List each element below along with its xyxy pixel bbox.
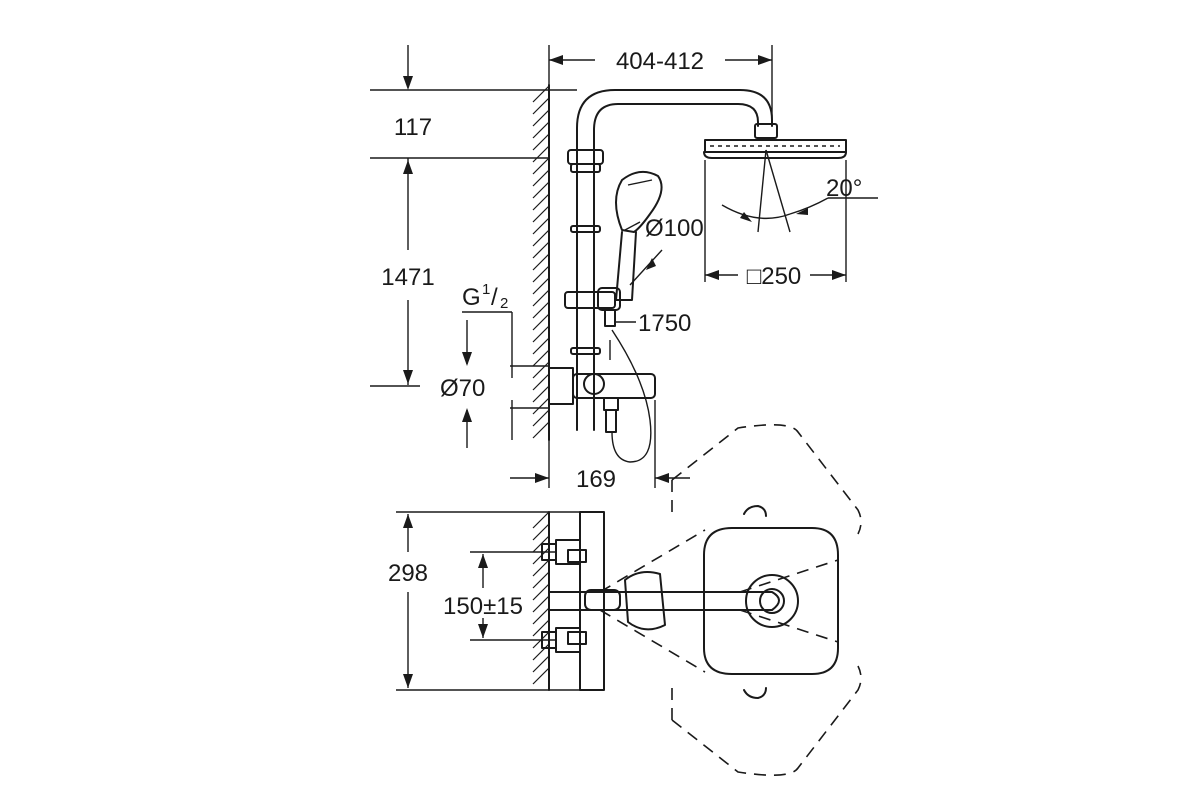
dim-center-distance: 150±15 <box>443 551 556 641</box>
thread-slash: / <box>491 284 498 311</box>
dim-vertical-chain: 117 1471 <box>370 45 577 387</box>
dim-label-escutcheon: Ø70 <box>440 375 485 402</box>
wall-hatch-line <box>532 277 550 295</box>
wall-hatch-line <box>532 595 550 613</box>
dim-label-height: 1471 <box>381 264 434 291</box>
thread-numerator: 1 <box>482 281 490 298</box>
wall-hatch-line <box>532 169 550 187</box>
wall-hatch-line <box>532 121 550 139</box>
wall-hatch-line <box>532 133 550 151</box>
wall-hatch-line <box>532 619 550 637</box>
dim-projection: 169 <box>510 400 690 493</box>
wall-hatch-line <box>532 421 550 439</box>
dim-label-depth: 298 <box>388 560 428 587</box>
wall-hatch-line <box>532 397 550 415</box>
dim-top-width: 404-412 <box>548 45 773 120</box>
wall-hatch-line <box>532 97 550 115</box>
dim-label-top-width: 404-412 <box>616 48 704 75</box>
wall-hatch-line <box>532 85 550 103</box>
wall-hatch-line <box>532 349 550 367</box>
dim-depth: 298 <box>388 511 604 691</box>
wall-hatch-line <box>532 181 550 199</box>
arm-plan <box>548 571 799 631</box>
wall-hatch-line <box>532 301 550 319</box>
dim-label-hose-length: 1750 <box>638 310 691 337</box>
wall-hatch-line <box>532 205 550 223</box>
dim-label-spray-angle: 20° <box>826 175 862 202</box>
mixer-plan <box>541 511 605 691</box>
wall-hatch-line <box>532 409 550 427</box>
wall-hatch-line <box>532 643 550 661</box>
wall-hatch-line <box>532 265 550 283</box>
wall-hatch-line <box>532 373 550 391</box>
wall-plan <box>532 511 550 691</box>
mixer-body <box>548 367 656 433</box>
wall-hatch-line <box>532 325 550 343</box>
wall-hatch-line <box>532 289 550 307</box>
wall-hatch-line <box>532 667 550 685</box>
spray-angle-lines <box>721 149 878 233</box>
wall-hatch-line <box>532 253 550 271</box>
dim-label-thread: G <box>462 284 481 311</box>
wall-hatch-line <box>532 109 550 127</box>
wall-hatch-line <box>532 655 550 673</box>
dim-thread: G 1 / 2 <box>462 281 513 378</box>
wall-hatch-line <box>532 361 550 379</box>
head-plan <box>703 505 839 699</box>
wall-hatch-line <box>532 193 550 211</box>
dim-escutcheon: Ø70 <box>440 320 549 448</box>
dim-handshower: Ø100 <box>624 215 704 286</box>
swivel-outlines <box>599 424 862 776</box>
wall-hatch-line <box>532 217 550 235</box>
dim-label-projection: 169 <box>576 466 616 493</box>
dim-label-handshower: Ø100 <box>645 215 704 242</box>
wall-hatch-line <box>532 583 550 601</box>
dim-label-head-size: □250 <box>747 263 802 290</box>
wall-hatch-line <box>532 313 550 331</box>
wall-hatch-line <box>532 241 550 259</box>
wall-hatch-line <box>532 229 550 247</box>
head-shower <box>703 123 847 159</box>
shower-column <box>567 89 773 431</box>
wall-hatch-line <box>532 157 550 175</box>
wall-front <box>532 84 550 441</box>
wall-hatch-line <box>532 523 550 541</box>
hose <box>609 329 652 463</box>
wall-hatch-line <box>532 559 550 577</box>
wall-hatch-line <box>532 145 550 163</box>
slider <box>564 287 636 327</box>
wall-hatch-line <box>532 607 550 625</box>
hand-shower <box>615 170 663 301</box>
thread-denominator: 2 <box>500 295 508 312</box>
dim-label-center-distance: 150±15 <box>443 593 523 620</box>
wall-hatch-line <box>532 385 550 403</box>
dim-label-top-offset: 117 <box>394 114 432 141</box>
wall-hatch-line <box>532 337 550 355</box>
dim-head-size: □250 <box>704 160 847 290</box>
wall-hatch-line <box>532 511 550 529</box>
wall-hatch-line <box>532 571 550 589</box>
